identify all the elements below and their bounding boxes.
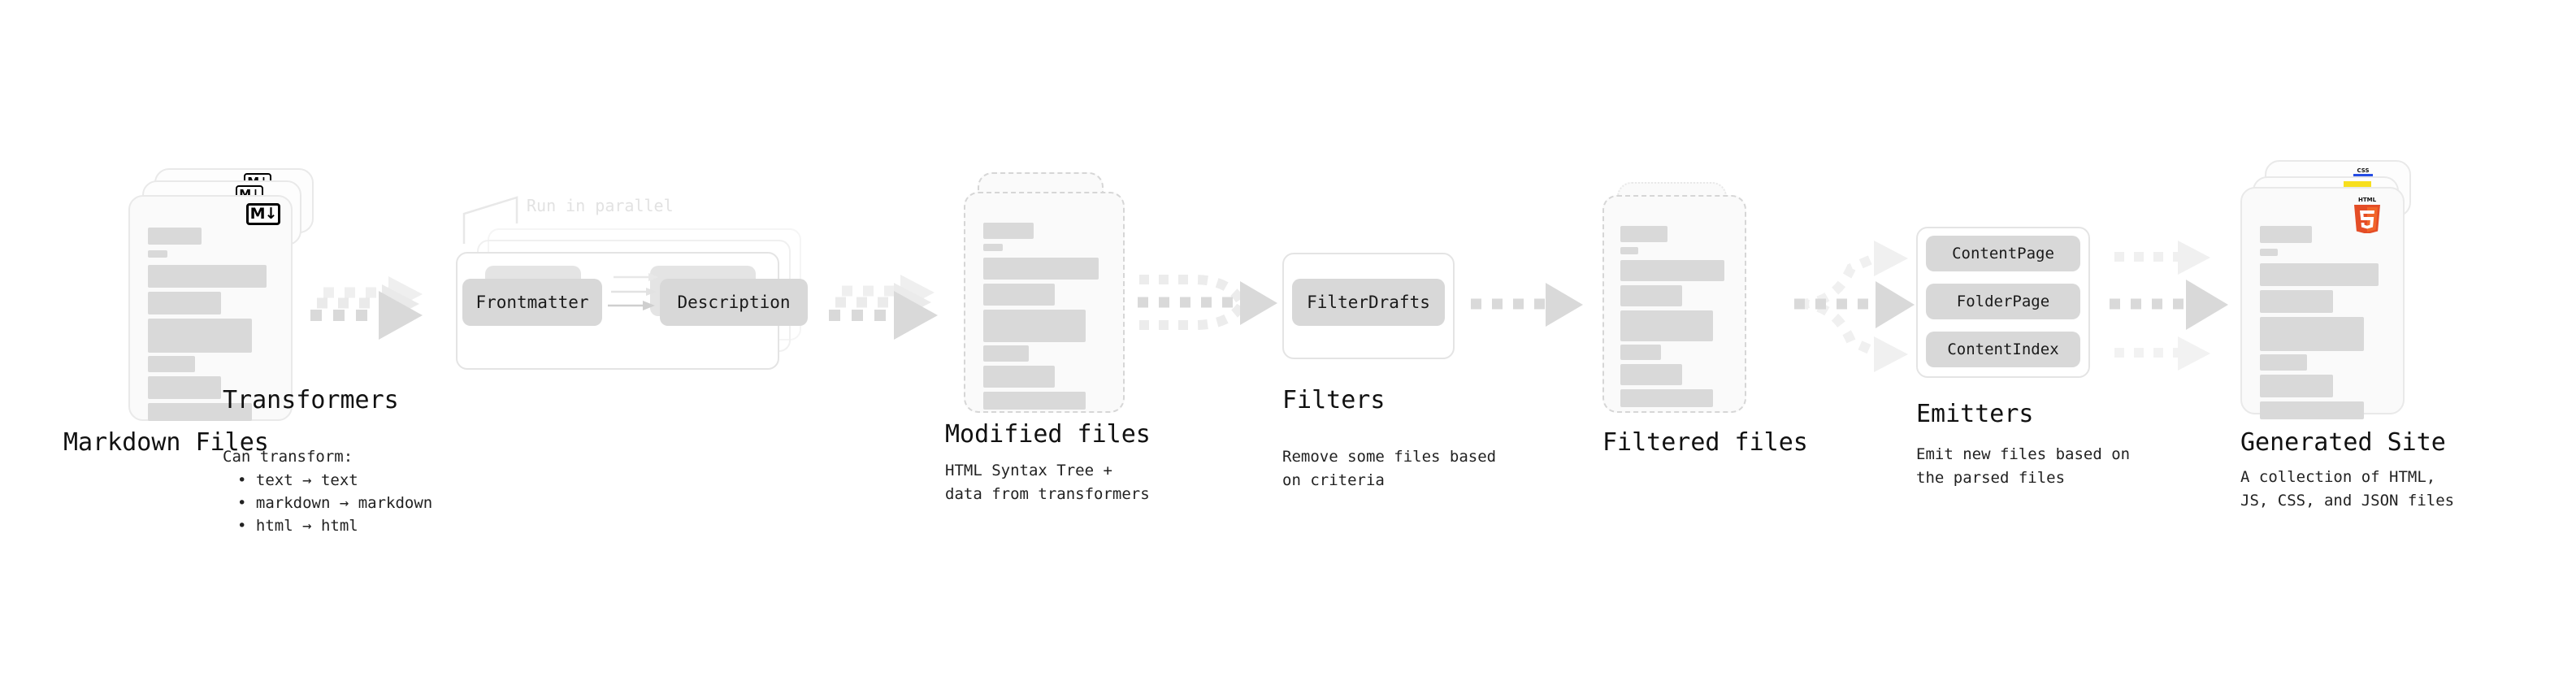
stage-caption-generated-site: A collection of HTML, JS, CSS, and JSON … [2240, 468, 2455, 510]
doc-bar [1620, 310, 1713, 341]
transformer-chip-description[interactable]: Description [660, 279, 808, 326]
doc-bar [983, 223, 1034, 239]
doc-bar [148, 319, 252, 353]
transformers-bullet-0: • text → text [237, 471, 358, 489]
doc-bar [148, 292, 221, 314]
stage-title-filtered-files: Filtered files [1602, 428, 1808, 457]
doc-bar [148, 265, 267, 288]
doc-bar [148, 250, 167, 258]
doc-bar [2260, 317, 2364, 351]
stage-title-markdown-files: Markdown Files [63, 428, 269, 457]
doc-bar [983, 345, 1029, 362]
stage-title-emitters: Emitters [1916, 400, 2034, 428]
doc-bar [1620, 389, 1713, 407]
markdown-badge: M↓ [246, 203, 280, 225]
stage-caption-emitters: Emit new files based on the parsed files [1916, 445, 2131, 487]
doc-bar [2260, 354, 2307, 371]
emitter-chip-contentpage[interactable]: ContentPage [1926, 236, 2080, 271]
doc-bar [983, 258, 1099, 280]
doc-bar [148, 403, 252, 421]
stage-caption-transformers: Can transform: [223, 448, 353, 466]
html5-badge: HTML [2354, 197, 2380, 233]
transformer-chip-frontmatter[interactable]: Frontmatter [462, 279, 602, 326]
connector-markdown-to-transformers [310, 276, 423, 340]
doc-bar [983, 310, 1086, 342]
connector-filters-to-filtered [1471, 283, 1583, 327]
filtered-card-front[interactable] [1602, 195, 1746, 413]
doc-bar [1620, 226, 1667, 242]
svg-text:CSS: CSS [2357, 167, 2369, 174]
transformers-bullet-1: • markdown → markdown [237, 494, 433, 512]
doc-bar [148, 356, 195, 372]
filter-chip-filterdrafts[interactable]: FilterDrafts [1292, 279, 1445, 326]
connector-transformers-to-modified [829, 275, 938, 340]
transformers-bullet-2: • html → html [237, 517, 358, 535]
connector-modified-to-filters [1138, 275, 1277, 330]
doc-bar [983, 392, 1086, 410]
doc-bar [2260, 249, 2278, 256]
emitter-chip-contentindex[interactable]: ContentIndex [1926, 332, 2080, 367]
doc-bar [983, 244, 1003, 251]
stage-title-transformers: Transformers [223, 386, 399, 414]
stage-caption-filters: Remove some files based on criteria [1282, 448, 1497, 489]
doc-bar [2260, 226, 2312, 243]
doc-bar [2260, 401, 2364, 419]
doc-bar [983, 284, 1055, 306]
run-in-parallel-annotation: Run in parallel [527, 196, 674, 215]
doc-bar [1620, 364, 1682, 385]
doc-bar [983, 366, 1055, 388]
stage-caption-modified-files: HTML Syntax Tree + data from transformer… [945, 462, 1150, 503]
connector-emitters-to-site [2110, 241, 2228, 371]
markdown-card-front[interactable] [128, 195, 293, 421]
stage-title-filters: Filters [1282, 386, 1386, 414]
stage-title-modified-files: Modified files [945, 420, 1151, 449]
doc-bar [1620, 247, 1638, 254]
doc-bar [2260, 290, 2333, 313]
doc-bar [2260, 263, 2379, 286]
css3-badge: CSS [2353, 167, 2373, 176]
doc-bar [2260, 375, 2333, 397]
doc-bar [148, 228, 202, 245]
doc-bar [1620, 285, 1682, 306]
doc-bar [1620, 260, 1724, 281]
doc-bar [1620, 345, 1661, 360]
doc-bar [148, 376, 221, 399]
emitter-chip-folderpage[interactable]: FolderPage [1926, 284, 2080, 319]
modified-card-front[interactable] [964, 192, 1125, 413]
svg-text:HTML: HTML [2358, 197, 2377, 203]
stage-title-generated-site: Generated Site [2240, 428, 2446, 457]
connector-filtered-to-emitters [1794, 241, 1915, 372]
